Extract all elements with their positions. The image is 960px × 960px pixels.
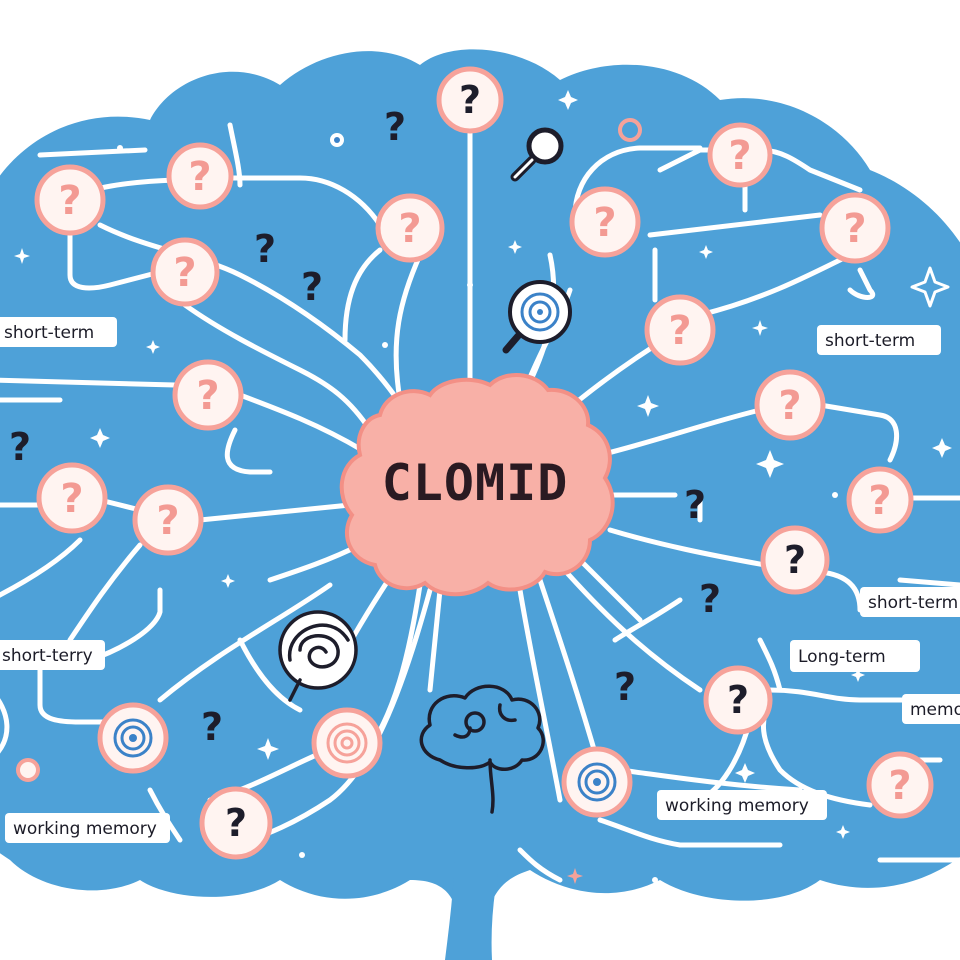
label-text: Long-term (798, 647, 886, 667)
label-short-term-right-top: short-term (817, 325, 941, 355)
label-text: short-term (4, 323, 94, 343)
label-text: working memory (665, 796, 809, 816)
question-node: ? (754, 369, 826, 441)
label-text: memo (910, 700, 960, 720)
labels: short-term short-term short-terry short-… (0, 317, 960, 843)
label-text: working memory (13, 819, 157, 839)
question-glyph: ? (843, 206, 866, 252)
question-node: ? (569, 186, 641, 258)
label-text: short-term (825, 331, 915, 351)
target-node (97, 702, 169, 774)
question-glyph: ? (60, 476, 83, 522)
question-glyph: ? (156, 498, 179, 544)
question-glyph: ? (728, 133, 751, 179)
question-node: ? (166, 142, 234, 210)
question-node: ? (707, 122, 773, 188)
question-node: ? (760, 525, 830, 595)
label-working-memory-left: working memory (5, 813, 170, 843)
loose-question-mark: ? (699, 577, 721, 621)
label-short-term-left-top: short-term (0, 317, 117, 347)
question-node: ? (132, 484, 204, 556)
question-node: ? (150, 237, 220, 307)
question-glyph: ? (196, 373, 219, 419)
target-magnifier-icon (502, 280, 572, 354)
loose-question-mark: ? (9, 425, 31, 469)
target-node (311, 707, 383, 779)
label-memo: memo (902, 694, 960, 724)
spiral-nodes (97, 702, 633, 818)
question-node: ? (703, 665, 773, 735)
loose-question-mark: ? (201, 705, 223, 749)
magnifier-icon (510, 127, 564, 182)
target-node (561, 746, 633, 818)
loose-question-mark: ? (301, 265, 323, 309)
loose-question-marks: ? ? ? ? ? ? ? ? (9, 105, 721, 749)
question-node: ? (819, 192, 891, 264)
center-cloud (339, 372, 615, 597)
question-glyph: ? (398, 206, 421, 252)
question-node: ? (866, 751, 934, 819)
question-node: ? (36, 462, 108, 534)
question-glyph: ? (188, 154, 211, 200)
question-glyph: ? (593, 200, 616, 246)
label-long-term: Long-term (790, 640, 920, 672)
question-node: ? (172, 359, 244, 431)
question-glyph: ? (225, 801, 247, 845)
question-node: ? (199, 786, 273, 860)
loose-question-mark: ? (384, 105, 406, 149)
label-text: short-terry (2, 646, 93, 666)
loose-question-mark: ? (254, 227, 276, 271)
question-glyph: ? (668, 308, 691, 354)
question-node: ? (644, 294, 716, 366)
question-node: ? (375, 193, 445, 263)
question-glyph: ? (784, 538, 806, 582)
question-glyph: ? (888, 763, 911, 809)
question-glyph: ? (173, 250, 196, 296)
question-glyph: ? (778, 383, 801, 429)
label-short-term-left-mid: short-terry (0, 640, 105, 670)
sparkles (14, 90, 952, 884)
fingerprint-head-icon (278, 610, 358, 702)
label-working-memory-right: working memory (657, 790, 827, 820)
brain-outline-icon (419, 684, 545, 814)
question-glyph: ? (727, 678, 749, 722)
center-node: CLOMID (339, 372, 615, 597)
brain-stem (445, 840, 505, 960)
question-node: ? (436, 66, 504, 134)
label-text: short-term (868, 593, 958, 613)
center-label: CLOMID (382, 454, 569, 512)
loose-question-mark: ? (614, 665, 636, 709)
question-nodes: ? ? ? ? ? ? ? ? (34, 66, 934, 860)
question-node: ? (34, 164, 106, 236)
question-node: ? (846, 466, 914, 534)
loose-question-mark: ? (684, 483, 706, 527)
question-glyph: ? (58, 178, 81, 224)
question-glyph: ? (459, 78, 481, 122)
label-short-term-right-mid: short-term (860, 587, 960, 617)
question-glyph: ? (868, 478, 891, 524)
